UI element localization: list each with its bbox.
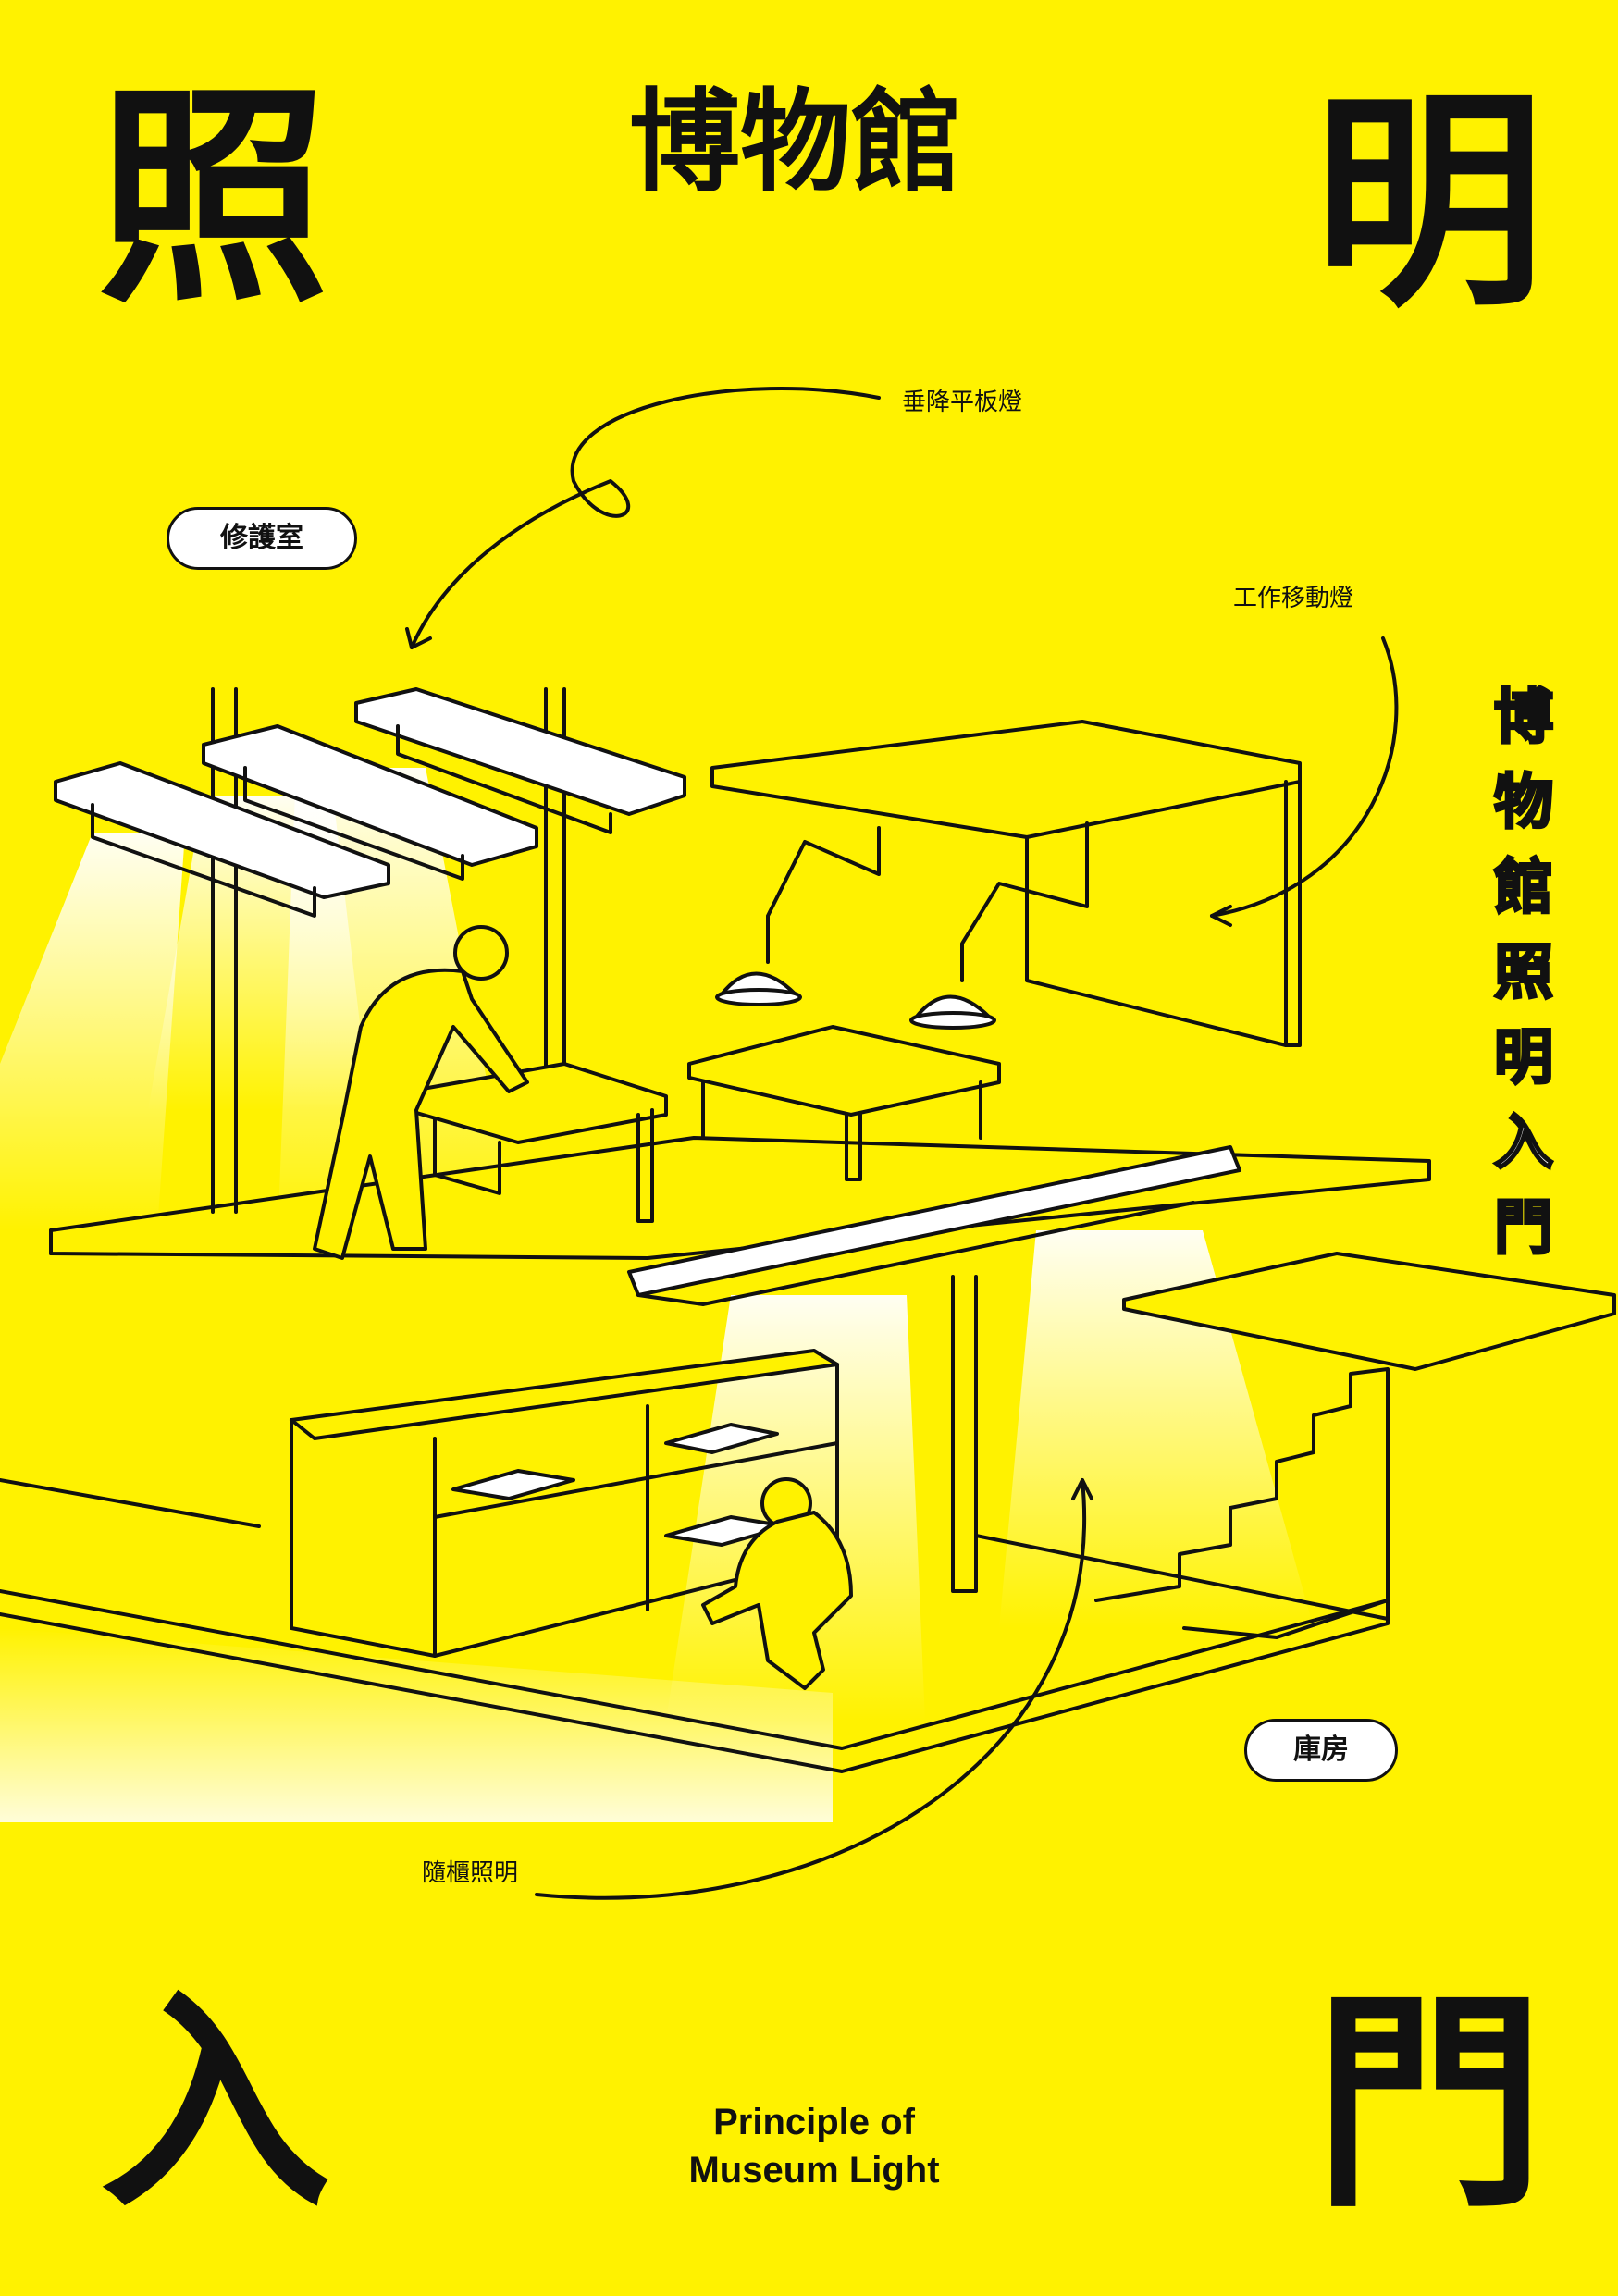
poster-title: 博物館: [629, 79, 962, 207]
tables: [405, 1025, 1001, 1223]
vertical-title-char: 門: [1493, 1193, 1555, 1265]
work-light-annotation: 工作移動燈: [1233, 585, 1354, 612]
vertical-title-char: 博: [1493, 683, 1555, 754]
corner-char-bottom-left: 入: [100, 1969, 331, 2239]
pendant-panel-lights: [54, 687, 686, 918]
conservator-figure: [313, 925, 529, 1260]
crouching-figure: [701, 1477, 853, 1690]
restoration-room-label: 修護室: [167, 507, 357, 570]
corner-char-bottom-right: 門: [1314, 1969, 1545, 2239]
english-subtitle: Principle of Museum Light: [629, 2098, 999, 2194]
pendant-light-annotation: 垂降平板燈: [902, 389, 1023, 416]
case-light-bar: [627, 1145, 1241, 1306]
staircase: [1094, 1252, 1616, 1639]
vertical-title: 博 物 館 照 明 入 門: [1491, 675, 1556, 1271]
case-lighting-annotation: 隨櫃照明: [422, 1859, 519, 1887]
vertical-title-char: 明: [1493, 1023, 1555, 1094]
corner-char-top-left: 照: [97, 64, 328, 333]
storage-label: 庫房: [1244, 1719, 1398, 1782]
vertical-title-char: 照: [1493, 938, 1555, 1009]
lower-pillar: [951, 1275, 978, 1593]
movable-work-lights: [715, 821, 1089, 1030]
vertical-title-char: 入: [1493, 1108, 1555, 1179]
display-cabinet: [290, 1349, 839, 1658]
annotation-arrows: [405, 387, 1399, 1900]
work-light-ceiling: [710, 720, 1302, 1047]
light-beams: [0, 768, 1314, 1822]
corner-char-top-right: 明: [1314, 68, 1545, 338]
subtitle-line-1: Principle of: [713, 2102, 915, 2142]
vertical-title-char: 物: [1493, 768, 1555, 839]
subtitle-line-2: Museum Light: [688, 2150, 940, 2191]
lower-floor: [0, 1478, 1390, 1773]
vertical-title-char: 館: [1493, 853, 1555, 924]
